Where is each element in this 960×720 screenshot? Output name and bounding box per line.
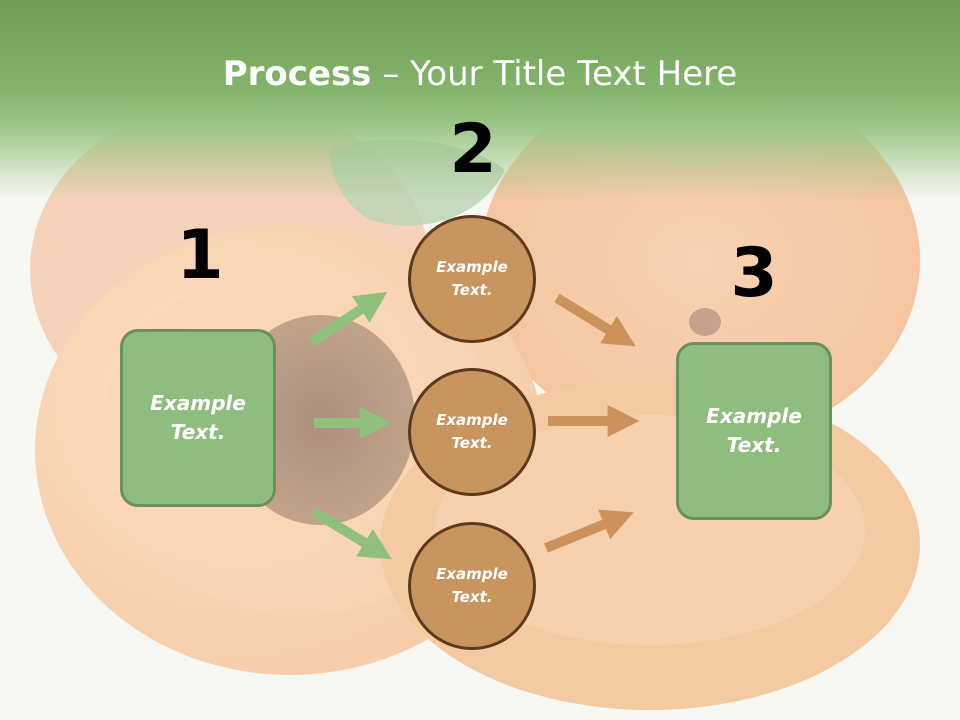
step-3-box: Example Text. [676,342,832,520]
step-1-box: Example Text. [120,329,276,507]
step-number-3: 3 [730,234,778,313]
step-2-circle-middle: Example Text. [408,368,536,496]
title-bold-text: Process [222,54,372,94]
step-number-2: 2 [449,110,497,189]
title-rest-text: – Your Title Text Here [371,54,738,94]
step-2-circle-top: Example Text. [408,215,536,343]
brown-arrow-down [554,293,636,347]
circle-middle-text: Example Text. [436,411,508,452]
green-arrow-down [311,507,392,560]
circle-bottom-text: Example Text. [436,565,508,606]
step-number-1: 1 [176,216,224,295]
step-2-circle-bottom: Example Text. [408,522,536,650]
step-1-box-text: Example Text. [150,391,246,444]
slide-title: Process – Your Title Text Here [0,54,960,94]
step-3-box-text: Example Text. [706,404,802,457]
green-arrow-up [309,291,388,347]
title-banner [0,0,960,200]
circle-top-text: Example Text. [436,258,508,299]
brown-arrow-up [544,509,634,553]
